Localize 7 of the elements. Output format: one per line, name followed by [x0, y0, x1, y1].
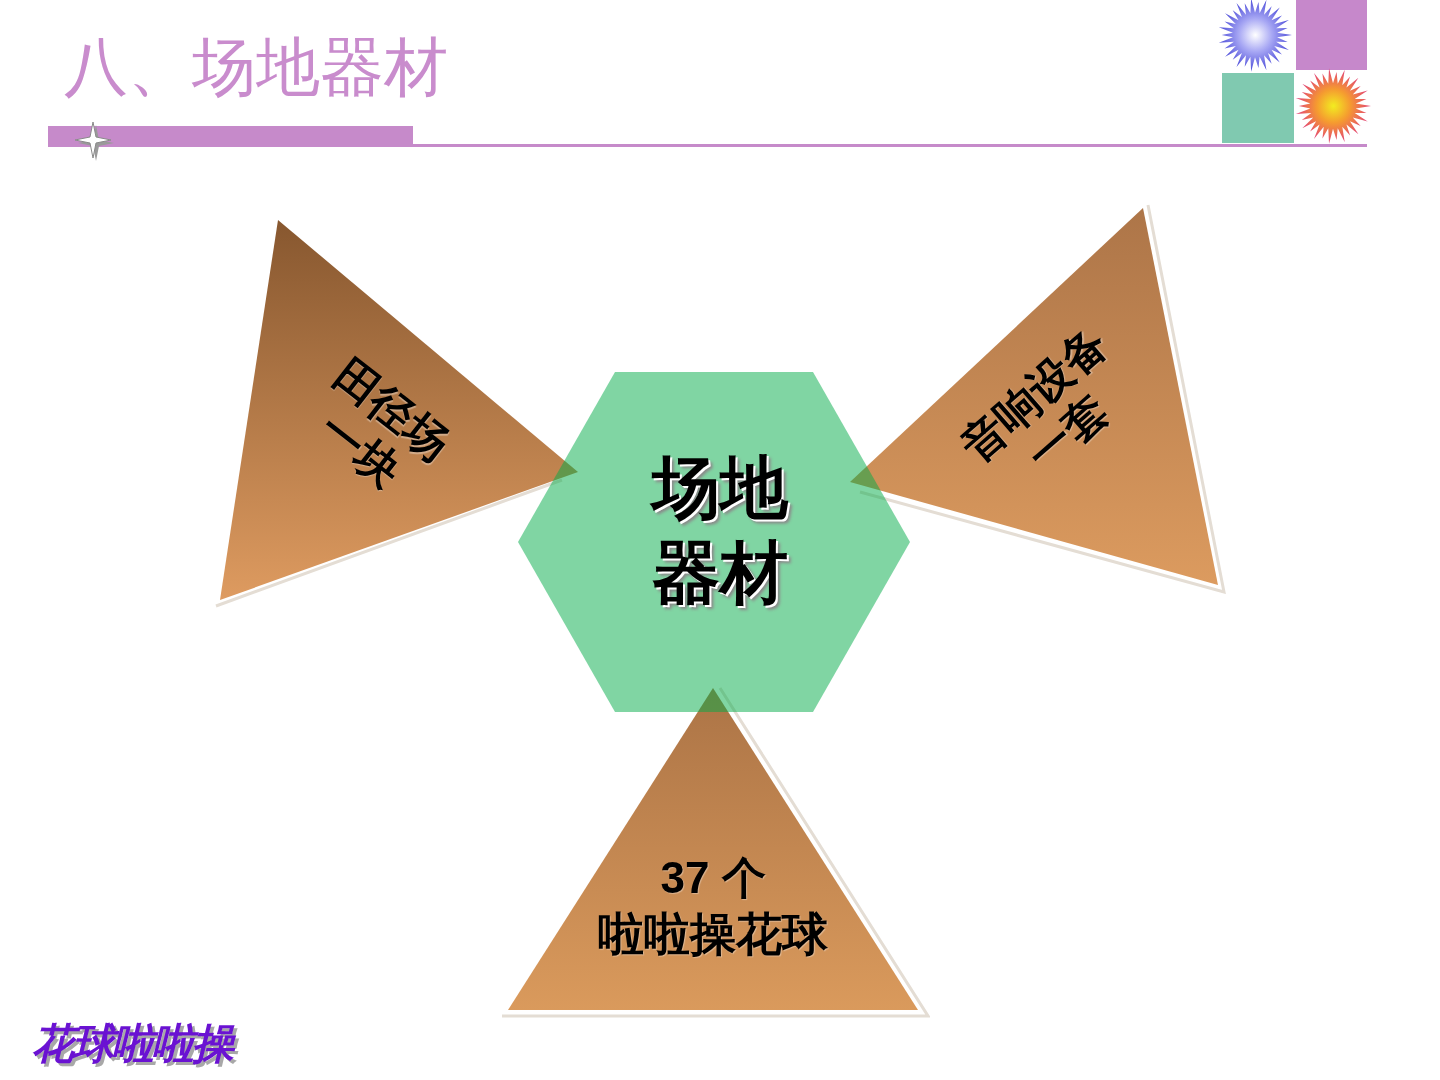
item-label: 田径场一块	[310, 348, 461, 498]
item-label: 啦啦操花球	[597, 907, 829, 963]
hexagon-shape	[516, 370, 912, 714]
item-label: 37 个	[659, 851, 767, 904]
center-label: 场地器材	[649, 448, 790, 612]
item-label: 音响设备一套	[950, 317, 1118, 482]
slide-title: 八、场地器材	[64, 31, 448, 105]
